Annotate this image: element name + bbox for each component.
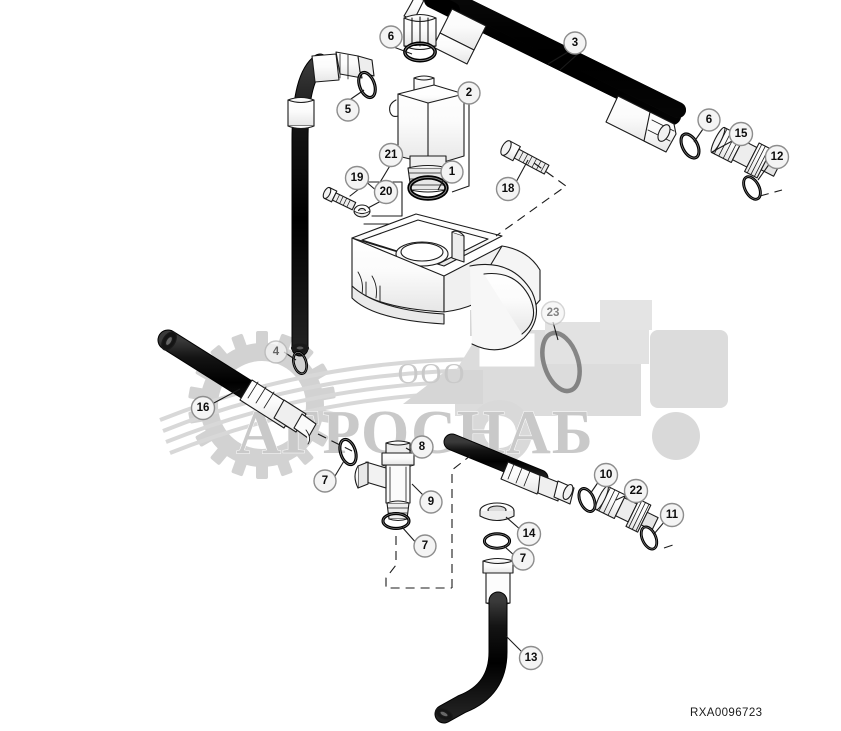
svg-text:18: 18 — [502, 183, 515, 195]
hydraulic-hose-left — [157, 329, 317, 445]
svg-text:6: 6 — [388, 31, 394, 43]
callout-7-b[interactable]: 7 — [413, 534, 437, 558]
callout-9[interactable]: 9 — [419, 490, 443, 514]
svg-text:12: 12 — [771, 151, 784, 163]
assembly-dashed-lines — [317, 162, 783, 589]
svg-text:13: 13 — [525, 652, 538, 664]
callout-12[interactable]: 12 — [764, 144, 790, 170]
svg-text:3: 3 — [572, 37, 578, 49]
callout-16[interactable]: 16 — [190, 395, 216, 421]
callout-22[interactable]: 22 — [623, 478, 649, 504]
o-ring-adapter-end — [738, 172, 766, 204]
hydraulic-hose-lower — [434, 557, 514, 724]
callout-15[interactable]: 15 — [728, 121, 754, 147]
callout-7-a[interactable]: 7 — [313, 469, 337, 493]
callout-bubbles: 1 2 3 4 5 6 6 — [190, 25, 790, 671]
callout-21[interactable]: 21 — [378, 142, 404, 168]
svg-text:1: 1 — [449, 166, 456, 178]
adapter-fitting-right — [710, 126, 781, 179]
svg-text:23: 23 — [547, 307, 560, 319]
svg-text:20: 20 — [380, 186, 393, 198]
svg-text:8: 8 — [419, 441, 426, 453]
callout-18[interactable]: 18 — [495, 176, 521, 202]
svg-text:15: 15 — [735, 128, 748, 140]
callout-14[interactable]: 14 — [516, 521, 542, 547]
svg-text:5: 5 — [345, 104, 352, 116]
callout-19[interactable]: 19 — [344, 165, 370, 191]
adapter-fitting-lower — [595, 485, 659, 533]
callout-11[interactable]: 11 — [659, 502, 685, 528]
watermark-prefix: ООО — [398, 358, 467, 390]
svg-text:19: 19 — [351, 172, 364, 184]
callout-5[interactable]: 5 — [336, 98, 360, 122]
svg-text:7: 7 — [520, 553, 526, 565]
svg-text:16: 16 — [197, 402, 210, 414]
cap-screw — [500, 140, 550, 175]
callout-leaders — [211, 45, 771, 655]
callout-6-right[interactable]: 6 — [697, 108, 721, 132]
diagram-id-label: RXA0096723 — [690, 707, 763, 719]
svg-text:7: 7 — [322, 475, 328, 487]
svg-text:14: 14 — [523, 528, 536, 540]
callout-3[interactable]: 3 — [563, 31, 587, 55]
o-ring-large — [540, 330, 582, 394]
callout-20[interactable]: 20 — [373, 179, 399, 205]
callout-2[interactable]: 2 — [457, 81, 481, 105]
callout-6-top[interactable]: 6 — [379, 25, 403, 49]
callout-8[interactable]: 8 — [410, 435, 434, 459]
callout-10[interactable]: 10 — [593, 462, 619, 488]
hose-elbow-left — [287, 51, 375, 357]
svg-text:9: 9 — [428, 496, 434, 508]
washer-small — [353, 204, 371, 218]
tee-fitting-body — [354, 440, 415, 522]
o-ring-elbow-fitting — [354, 68, 380, 102]
svg-text:22: 22 — [630, 485, 643, 497]
svg-text:21: 21 — [385, 149, 398, 161]
hydraulic-hose-mid-right — [443, 433, 575, 505]
svg-text:2: 2 — [466, 87, 472, 99]
callout-7-c[interactable]: 7 — [511, 547, 535, 571]
callout-23[interactable]: 23 — [540, 300, 566, 326]
svg-text:6: 6 — [706, 114, 712, 126]
callout-1[interactable]: 1 — [440, 160, 464, 184]
washer-spacer — [479, 502, 515, 522]
hydraulic-hose-upper — [403, 0, 686, 153]
callout-13[interactable]: 13 — [518, 645, 544, 671]
pump-housing — [351, 213, 541, 351]
callout-4[interactable]: 4 — [264, 340, 288, 364]
cap-screw-small — [322, 186, 357, 211]
svg-text:10: 10 — [600, 469, 613, 481]
svg-text:11: 11 — [666, 509, 679, 521]
svg-text:7: 7 — [422, 540, 428, 552]
svg-text:4: 4 — [273, 346, 280, 358]
